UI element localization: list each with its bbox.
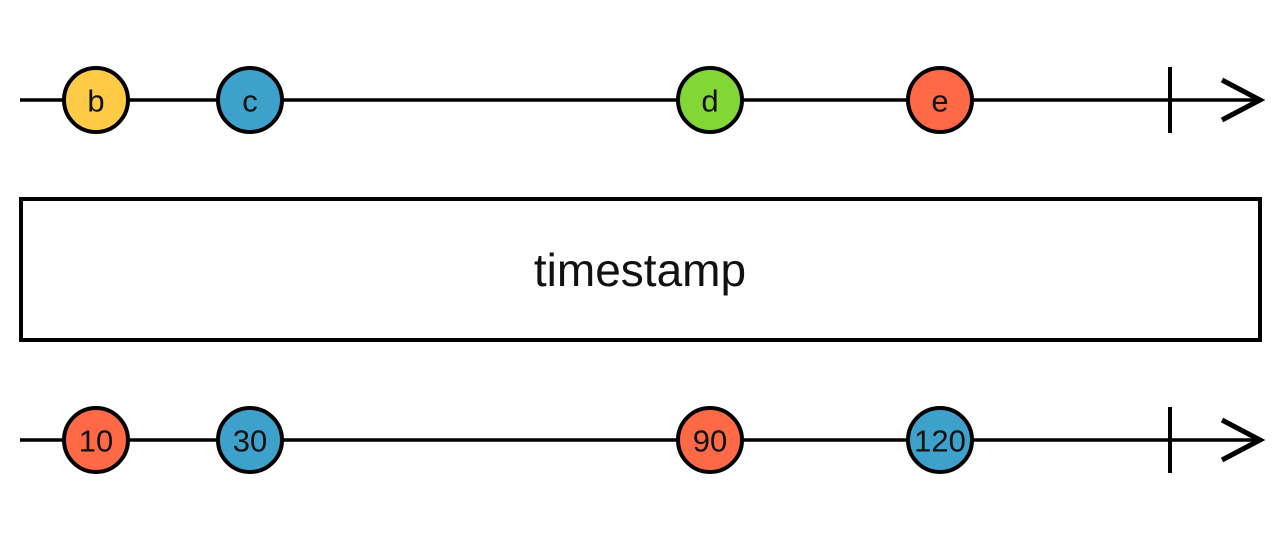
marble [216, 66, 284, 134]
operator-box [19, 197, 1262, 342]
input-stream: b c d e [20, 66, 1266, 134]
marble [216, 406, 284, 474]
operator-group: timestamp [19, 197, 1262, 342]
marble-label: 30 [233, 424, 267, 459]
marble-label: c [242, 84, 258, 119]
marble-label: 120 [914, 424, 966, 459]
arrowhead-icon [1220, 77, 1266, 123]
marble-label: b [87, 84, 104, 119]
marble-label: d [701, 84, 718, 119]
marble-label: e [931, 84, 948, 119]
arrowhead-icon [1220, 417, 1266, 463]
marble [906, 66, 974, 134]
marble [62, 66, 130, 134]
marble [676, 66, 744, 134]
marble-label: 90 [693, 424, 727, 459]
marble [676, 406, 744, 474]
operator-label: timestamp [534, 244, 746, 296]
marble [906, 406, 974, 474]
marble [62, 406, 130, 474]
output-stream: 10 30 90 120 [20, 406, 1266, 474]
marble-label: 10 [79, 424, 113, 459]
